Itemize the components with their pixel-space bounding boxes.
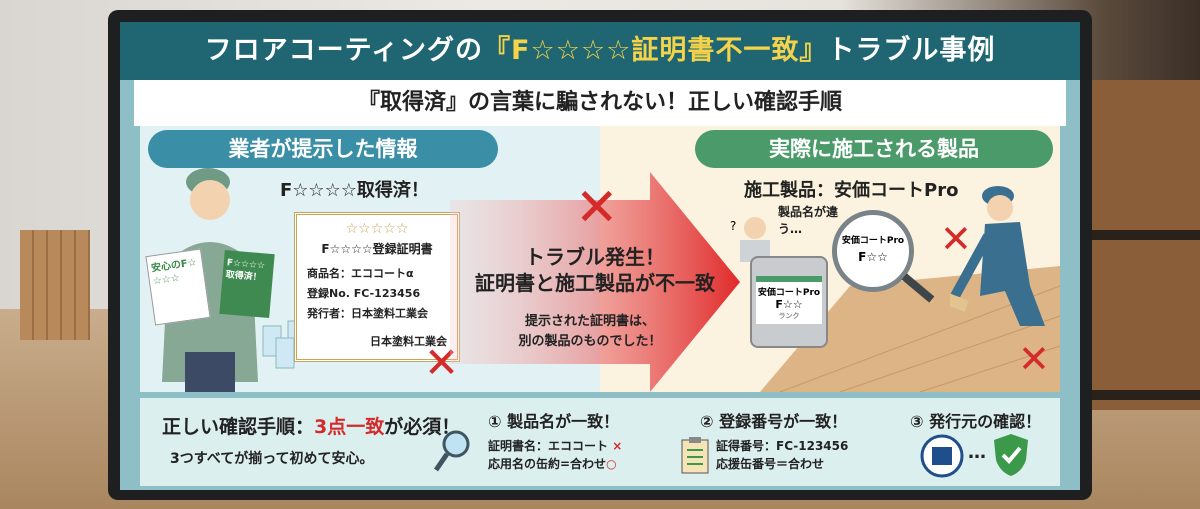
cross-icon: ✕ [1018, 337, 1050, 381]
certificate-reg-no: 登録No. FC-123456 [307, 287, 421, 300]
step2-line2: 応援缶番号＝合わせ [716, 457, 825, 471]
large-cross-icon: ✕ [575, 178, 619, 238]
step3-ellipsis: … [968, 442, 986, 463]
step1-line1-text: 証明書名：エココート [488, 439, 609, 453]
svg-text:?: ? [730, 219, 736, 233]
certificate-issuer: 発行者：日本塗料工業会 [307, 307, 428, 320]
kneeling-worker-illustration [950, 186, 1045, 326]
flyer-acquired: F☆☆☆☆取得済！ [219, 249, 275, 319]
lens-label: 安価コートPro [841, 236, 905, 246]
title-highlight: 『F☆☆☆☆証明書不一致』 [483, 35, 828, 66]
circle-mark: ○ [606, 457, 617, 471]
actual-product-name: 施工製品：安価コートPro [744, 180, 959, 201]
flyer-anshin: 安心のF☆☆☆☆ [145, 248, 211, 326]
main-title: フロアコーティングの『F☆☆☆☆証明書不一致』トラブル事例 [120, 22, 1080, 80]
registration-certificate: ☆☆☆☆☆ F☆☆☆☆登録証明書 商品名：エココートα 登録No. FC-123… [294, 212, 460, 362]
magnifier-lens: 安価コートPro F☆☆ [832, 210, 914, 292]
lens-rank: F☆☆ [858, 250, 888, 264]
step1-line2: 応用名の缶約=合わせ○ [488, 456, 617, 473]
steps-heading: 正しい確認手順：3点一致が必須！ [162, 412, 460, 439]
certificate-product: 商品名：エココートα [307, 267, 414, 280]
steps-heading-prefix: 正しい確認手順： [162, 416, 315, 438]
step1-line2-text: 応用名の缶約=合わせ [488, 457, 607, 471]
certificate-stars: ☆☆☆☆☆ [345, 221, 409, 237]
trouble-arrow [450, 172, 740, 392]
sample-planks [20, 230, 90, 340]
trouble-headline-2: 証明書と施工製品が不一致 [475, 271, 715, 295]
vendor-info-header: 業者が提示した情報 [148, 130, 498, 168]
steps-note: 3つすべてが揃って初めて安心。 [170, 451, 374, 467]
vendor-claim: F☆☆☆☆取得済！ [280, 180, 429, 201]
paint-can: 安価コートPro F☆☆ ランク [750, 256, 828, 348]
actual-product-header: 実際に施工される製品 [695, 130, 1053, 168]
step2-title: ② 登録番号が一致！ [700, 412, 848, 431]
steps-heading-suffix: が必須！ [384, 416, 461, 438]
can-rank: F☆☆ [775, 298, 803, 311]
trouble-headline-1: トラブル発生！ [525, 245, 665, 269]
magnifier-icon [433, 430, 470, 472]
can-label: 安価コートPro [757, 288, 821, 298]
trouble-headline: トラブル発生！ 証明書と施工製品が不一致 [460, 244, 730, 296]
issuer-emblem-icon [920, 434, 964, 478]
certificate-title: F☆☆☆☆登録証明書 [321, 242, 433, 256]
step3-title: ③ 発行元の確認！ [910, 412, 1042, 431]
step1-title: ① 製品名が一致！ [488, 412, 620, 431]
step2-line1: 証得番号：FC-123456 [716, 439, 849, 453]
steps-heading-highlight: 3点一致 [314, 416, 385, 438]
clipboard-icon [681, 437, 709, 474]
certificate-seal: 日本塗料工業会 [370, 335, 447, 348]
cross-icon: ✕ [940, 217, 972, 261]
cross-mark: × [612, 439, 623, 453]
infographic-screen: フロアコーティングの『F☆☆☆☆証明書不一致』トラブル事例 『取得済』の言葉に騙… [120, 22, 1080, 490]
step1-line1: 証明書名：エココート × [488, 438, 622, 455]
confused-worker-bubble: 製品名が違う… [778, 205, 839, 236]
shield-check-icon [994, 434, 1028, 476]
trouble-detail-2: 別の製品のものでした！ [518, 334, 662, 349]
trouble-detail-1: 提示された証明書は、 [524, 314, 655, 329]
verification-steps-panel: 正しい確認手順：3点一致が必須！ 3つすべてが揃って初めて安心。 ① 製品名が一… [140, 398, 1060, 486]
can-rank-word: ランク [778, 312, 800, 320]
title-prefix: フロアコーティングの [204, 35, 484, 66]
trouble-detail: 提示された証明書は、 別の製品のものでした！ [480, 312, 700, 352]
title-suffix: トラブル事例 [827, 35, 996, 66]
wood-panel-display [1090, 80, 1200, 410]
subtitle: 『取得済』の言葉に騙されない！正しい確認手順 [134, 80, 1066, 126]
